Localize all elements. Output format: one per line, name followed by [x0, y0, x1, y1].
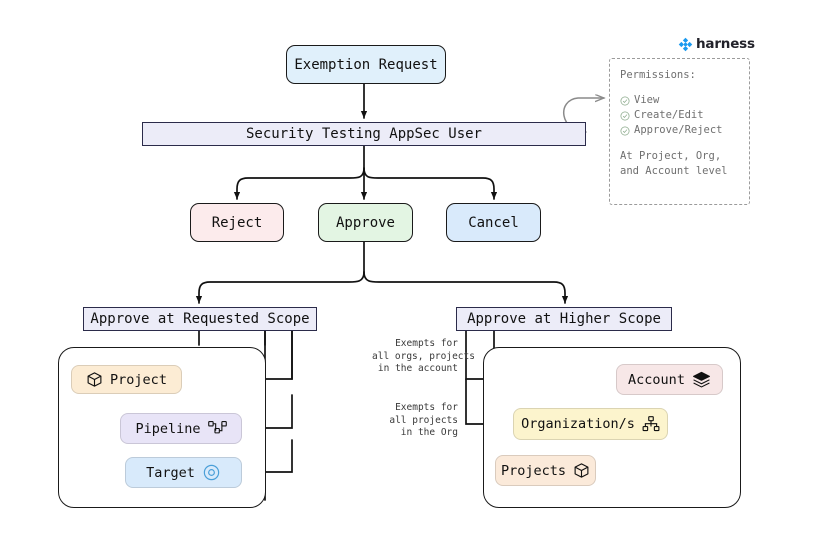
exemption-request-node[interactable]: Exemption Request — [286, 45, 446, 84]
approve-at-requested-scope-node[interactable]: Approve at Requested Scope — [83, 307, 317, 331]
chip-target[interactable]: Target — [125, 457, 242, 488]
pipeline-icon — [207, 420, 227, 437]
permission-item-create-edit: Create/Edit — [620, 108, 749, 123]
permissions-footer-line1: At Project, Org, — [620, 150, 722, 162]
permission-label: Approve/Reject — [634, 124, 723, 136]
check-circle-icon — [620, 96, 630, 105]
harness-logo: harness — [678, 36, 755, 52]
permissions-footer-line2: and Account level — [620, 165, 728, 177]
target-icon — [202, 463, 221, 482]
permission-label: Create/Edit — [634, 109, 704, 121]
approve-node[interactable]: Approve — [318, 203, 413, 242]
org-scope-note: Exempts for all projects in the Org — [389, 402, 458, 438]
permissions-card: Permissions: View Create/Edit Approve/Re… — [609, 58, 750, 205]
harness-diamond-icon — [678, 37, 693, 51]
chip-pipeline[interactable]: Pipeline — [120, 413, 242, 444]
permission-label: View — [634, 94, 660, 106]
chip-project[interactable]: Project — [71, 365, 182, 394]
approve-at-higher-scope-node[interactable]: Approve at Higher Scope — [456, 307, 672, 331]
check-circle-icon — [620, 111, 630, 120]
chip-label: Target — [146, 464, 195, 481]
chip-account[interactable]: Account — [616, 364, 723, 395]
org-icon — [642, 415, 660, 433]
cancel-node[interactable]: Cancel — [446, 203, 541, 242]
harness-wordmark: harness — [696, 36, 755, 52]
cube-icon — [86, 371, 103, 388]
chip-label: Pipeline — [135, 420, 201, 437]
check-circle-icon — [620, 126, 630, 135]
chip-projects[interactable]: Projects — [495, 455, 596, 486]
permission-item-view: View — [620, 93, 749, 108]
appsec-user-node[interactable]: Security Testing AppSec User — [142, 122, 586, 146]
chip-label: Project — [110, 371, 167, 388]
permissions-title: Permissions: — [620, 69, 696, 81]
reject-node[interactable]: Reject — [190, 203, 284, 242]
chip-label: Projects — [500, 462, 567, 479]
chip-label: Organization/s — [521, 416, 635, 432]
account-scope-note: Exempts for all orgs, projects in the ac… — [372, 338, 475, 374]
permission-item-approve-reject: Approve/Reject — [620, 123, 749, 138]
cube-icon — [573, 462, 590, 479]
layers-icon — [692, 370, 711, 389]
chip-label: Account — [628, 371, 685, 388]
chip-organizations[interactable]: Organization/s — [513, 408, 668, 440]
